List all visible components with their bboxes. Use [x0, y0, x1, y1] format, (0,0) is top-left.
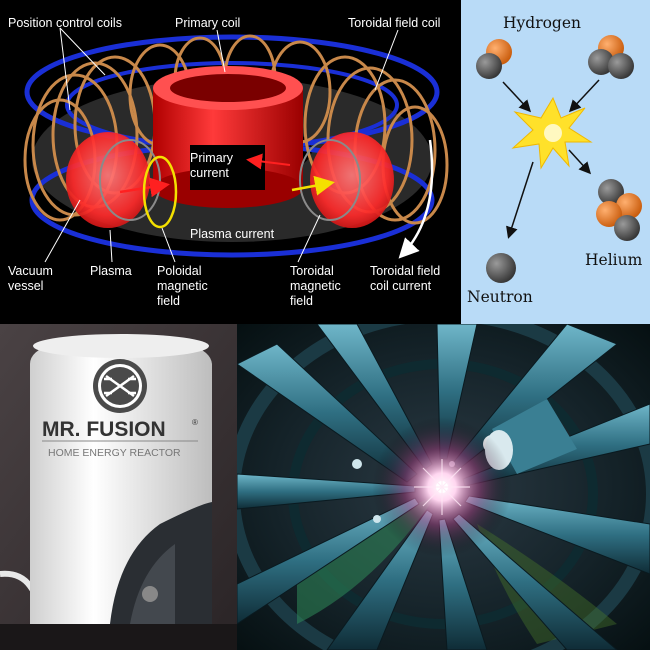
- target-chamber-illustration: [237, 324, 650, 650]
- plasma-right: [310, 132, 394, 228]
- helium-nucleus: [596, 179, 642, 241]
- label-toroidal-mf-1: Toroidal: [290, 264, 334, 278]
- tokamak-diagram: Position control coils Primary coil Toro…: [8, 16, 449, 308]
- free-neutron: [486, 253, 516, 283]
- label-plasma-current: Plasma current: [190, 227, 275, 241]
- mr-fusion-photo-panel: MR. FUSION ® HOME ENERGY REACTOR: [0, 324, 237, 650]
- primary-coil-cylinder: [153, 66, 303, 208]
- label-poloidal-2: magnetic: [157, 279, 208, 293]
- tokamak-diagram-panel: Position control coils Primary coil Toro…: [0, 0, 461, 324]
- primary-current-arrow: [246, 153, 291, 170]
- label-toroidal-field-coil: Toroidal field coil: [348, 16, 440, 30]
- registered-mark: ®: [192, 418, 198, 427]
- label-tfc-current-2: coil current: [370, 279, 432, 293]
- label-helium: Helium: [585, 251, 643, 269]
- label-position-control-coils: Position control coils: [8, 16, 122, 30]
- label-toroidal-mf-2: magnetic: [290, 279, 341, 293]
- label-primary-current-2: current: [190, 166, 229, 180]
- deuterium-nucleus: [476, 39, 512, 79]
- label-neutron: Neutron: [467, 288, 533, 306]
- poloidal-field-loop: [142, 155, 178, 229]
- label-poloidal-1: Poloidal: [157, 264, 201, 278]
- coil-current-arrow: [398, 139, 434, 259]
- fusion-reaction-diagram: Hydrogen Helium Neutron: [467, 14, 643, 306]
- brand-tagline: HOME ENERGY REACTOR: [48, 447, 181, 459]
- laser-target-chamber-panel: [237, 324, 650, 650]
- label-primary-coil: Primary coil: [175, 16, 240, 30]
- label-toroidal-mf-3: field: [290, 294, 313, 308]
- label-vacuum-vessel-2: vessel: [8, 279, 43, 293]
- plasma-current-arrow: [119, 177, 170, 198]
- fusion-reaction-panel: Hydrogen Helium Neutron: [461, 0, 650, 324]
- label-poloidal-3: field: [157, 294, 180, 308]
- brand-name: MR. FUSION: [42, 418, 166, 441]
- label-plasma: Plasma: [90, 264, 132, 278]
- label-tfc-current-1: Toroidal field: [370, 264, 440, 278]
- toroidal-field-arrow: [291, 175, 335, 196]
- label-hydrogen: Hydrogen: [503, 14, 581, 32]
- label-vacuum-vessel-1: Vacuum: [8, 264, 53, 278]
- label-primary-current-1: Primary: [190, 151, 234, 165]
- tritium-nucleus: [588, 35, 634, 79]
- plasma-left: [66, 132, 150, 228]
- mr-fusion-device: MR. FUSION ® HOME ENERGY REACTOR: [0, 324, 237, 650]
- mr-fusion-logo: [93, 359, 147, 413]
